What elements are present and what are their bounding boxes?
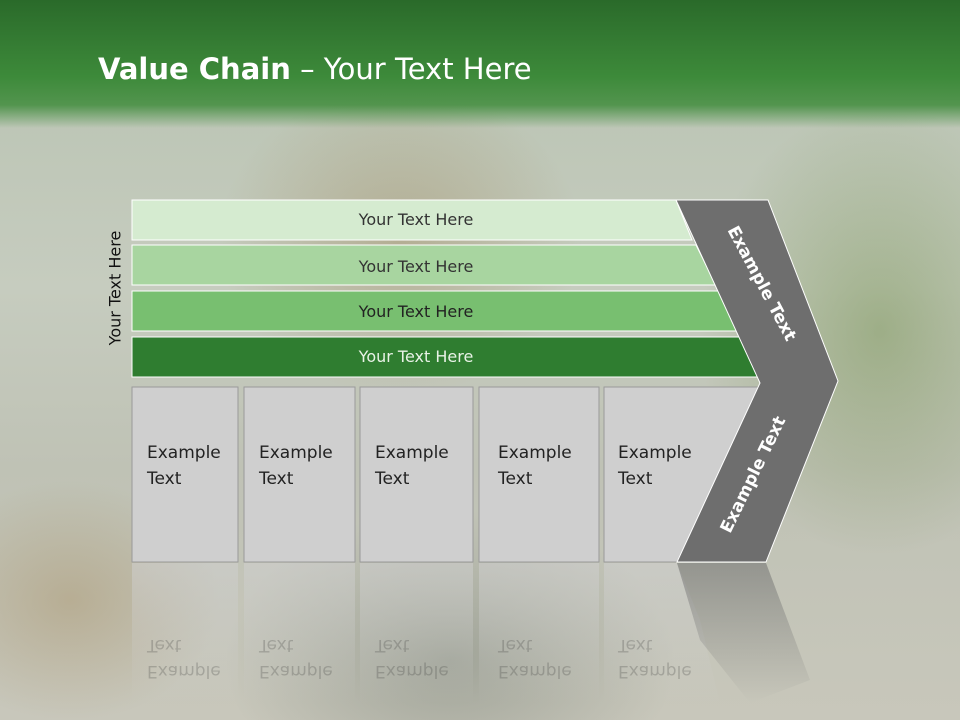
band-1 <box>131 199 693 241</box>
cell-2-label: Example Text <box>259 440 333 492</box>
band-2-label: Your Text Here <box>358 257 474 276</box>
chevron-reflection <box>677 563 810 703</box>
cell-1-label: Example Text <box>147 440 221 492</box>
cell-4-reflection-line2: Text <box>498 635 533 655</box>
cell-3-line2: Text <box>375 469 410 489</box>
cell-5-line2: Text <box>618 469 653 489</box>
cell-2 <box>243 386 356 563</box>
cell-1-reflection <box>132 563 238 703</box>
title-rest: – Your Text Here <box>300 52 532 86</box>
cell-5-label: Example Text <box>618 440 692 492</box>
cell-2-line1: Example <box>259 443 333 463</box>
cell-1-line2: Text <box>147 469 182 489</box>
cell-4-reflection <box>479 563 599 703</box>
cell-1-reflection-line2: Text <box>147 635 182 655</box>
cell-3-label: Example Text <box>375 440 449 492</box>
cell-3-reflection-line1: Example <box>375 661 449 681</box>
cell-4-reflection-line1: Example <box>498 661 572 681</box>
cell-3-label-reflection: Example Text <box>375 632 449 684</box>
cell-4-line1: Example <box>498 443 572 463</box>
cell-1-line1: Example <box>147 443 221 463</box>
cell-3-reflection-line2: Text <box>375 635 410 655</box>
title-bar <box>0 0 960 128</box>
cell-4-line2: Text <box>498 469 533 489</box>
band-4-label: Your Text Here <box>358 347 474 366</box>
cell-3 <box>359 386 474 563</box>
chevron-arrow <box>675 199 839 563</box>
title-bold: Value Chain <box>98 52 291 86</box>
cell-3-reflection <box>360 563 473 703</box>
cell-4-label: Example Text <box>498 440 572 492</box>
cell-5-reflection-line2: Text <box>618 635 653 655</box>
band-1-label: Your Text Here <box>358 210 474 229</box>
cell-4 <box>478 386 600 563</box>
cell-2-line2: Text <box>259 469 294 489</box>
cell-5-reflection-line1: Example <box>618 661 692 681</box>
band-3-label: Your Text Here <box>358 302 474 321</box>
cell-1 <box>131 386 239 563</box>
cell-2-label-reflection: Example Text <box>259 632 333 684</box>
cell-2-reflection-line2: Text <box>259 635 294 655</box>
cell-4-label-reflection: Example Text <box>498 632 572 684</box>
cell-2-reflection-line1: Example <box>259 661 333 681</box>
cell-1-label-reflection: Example Text <box>147 632 221 684</box>
cell-5-label-reflection: Example Text <box>618 632 692 684</box>
page-title: Value Chain – Your Text Here <box>98 52 532 86</box>
cell-1-reflection-line1: Example <box>147 661 221 681</box>
cell-3-line1: Example <box>375 443 449 463</box>
cell-5-line1: Example <box>618 443 692 463</box>
cell-2-reflection <box>244 563 355 703</box>
